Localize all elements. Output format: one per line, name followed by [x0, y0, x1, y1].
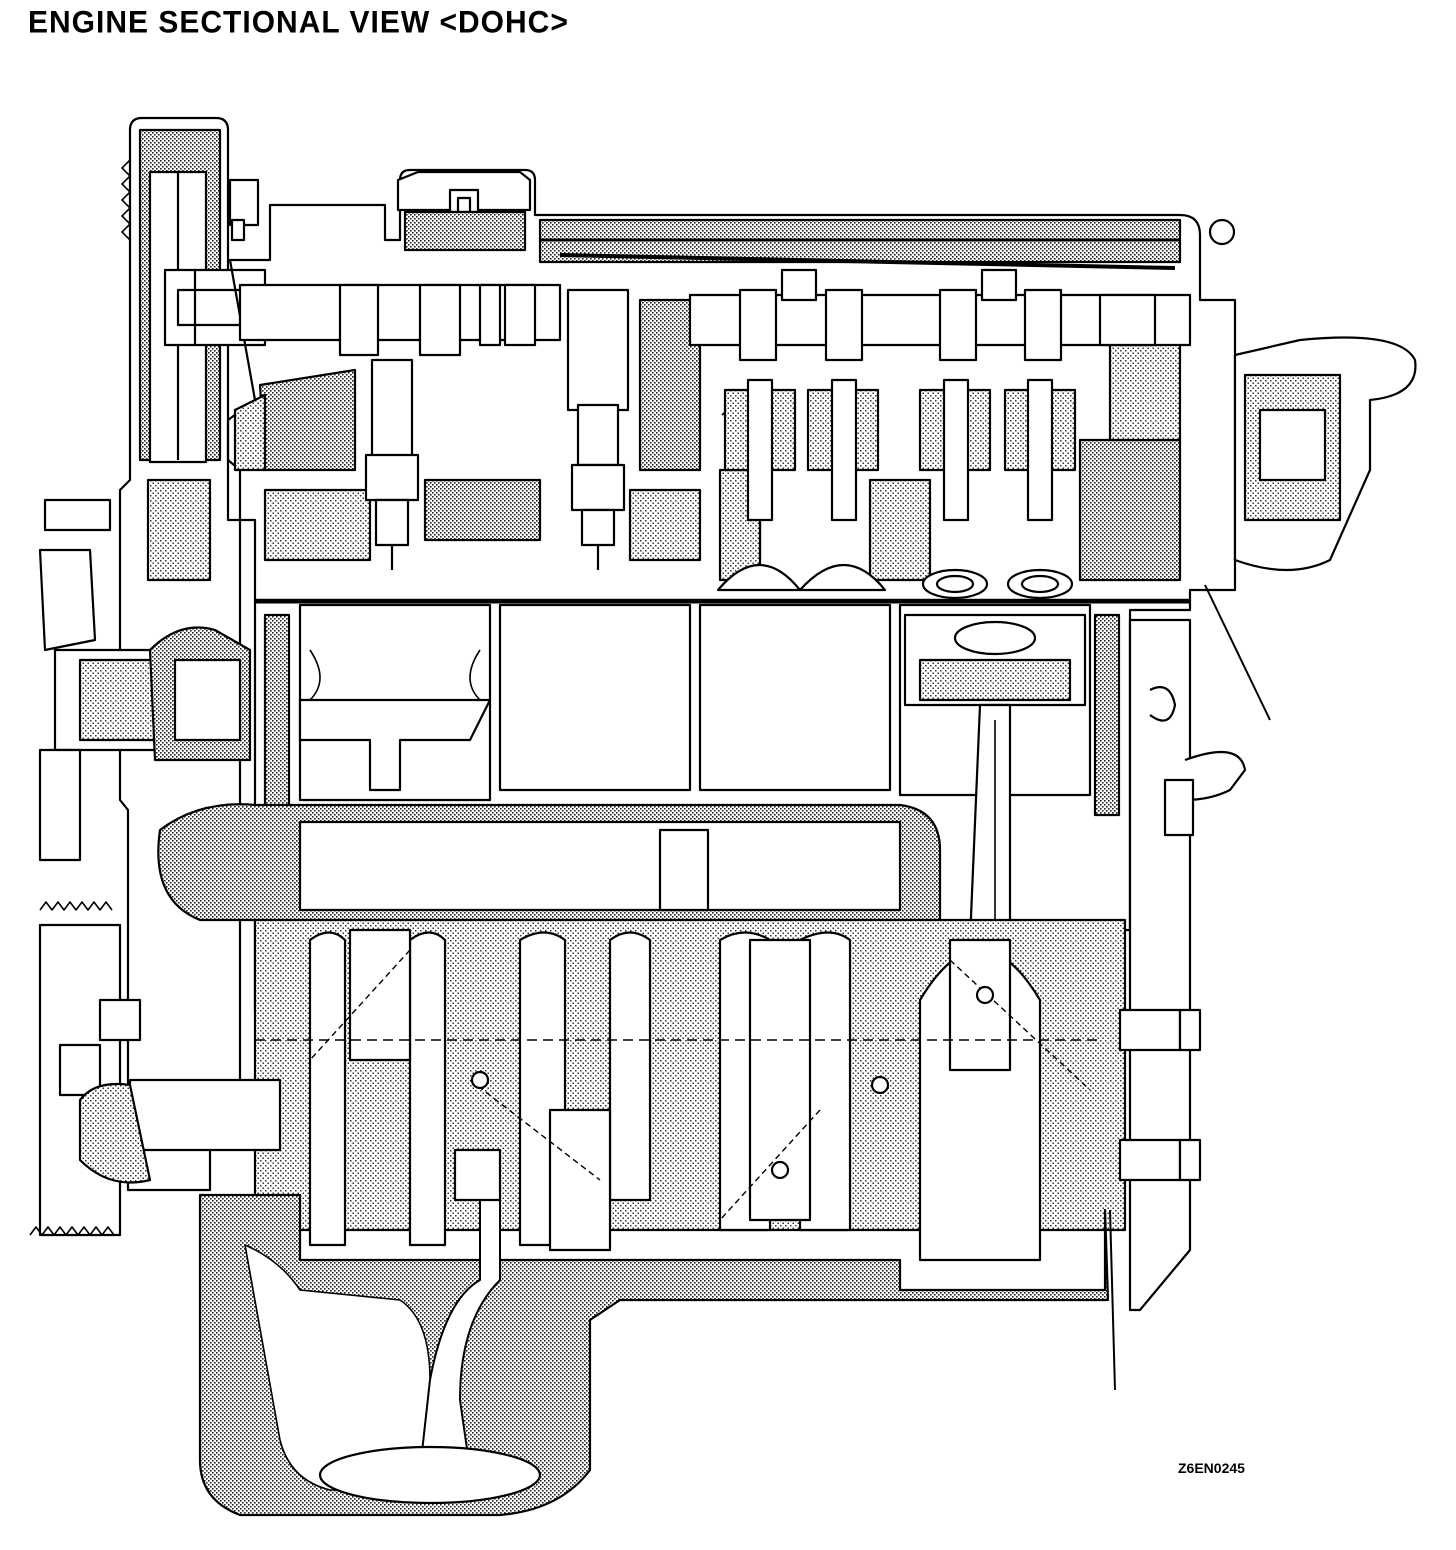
piston-1 [298, 649, 492, 792]
valve-1 [716, 378, 802, 592]
page-title: ENGINE SECTIONAL VIEW <DOHC> [28, 5, 569, 40]
spark-plug-2 [566, 288, 630, 570]
valve-3 [918, 378, 992, 600]
cylinder-head [226, 168, 1237, 602]
camshaft [238, 268, 1192, 362]
piston-4 [903, 613, 1087, 707]
oil-pan [198, 1148, 1110, 1517]
crankshaft [253, 918, 1127, 1262]
water-pump [38, 498, 252, 862]
valve-4 [1003, 378, 1077, 600]
valve-2 [798, 378, 887, 592]
oil-dipstick [1109, 584, 1271, 1391]
spark-plug-1 [364, 358, 420, 570]
rear-oil-seal-housing [1118, 618, 1202, 1312]
crankshaft-pulley [29, 901, 282, 1237]
figure-id: Z6EN0245 [1178, 1460, 1245, 1476]
intake-pipe [1163, 750, 1247, 837]
thermostat-housing [1208, 218, 1417, 572]
